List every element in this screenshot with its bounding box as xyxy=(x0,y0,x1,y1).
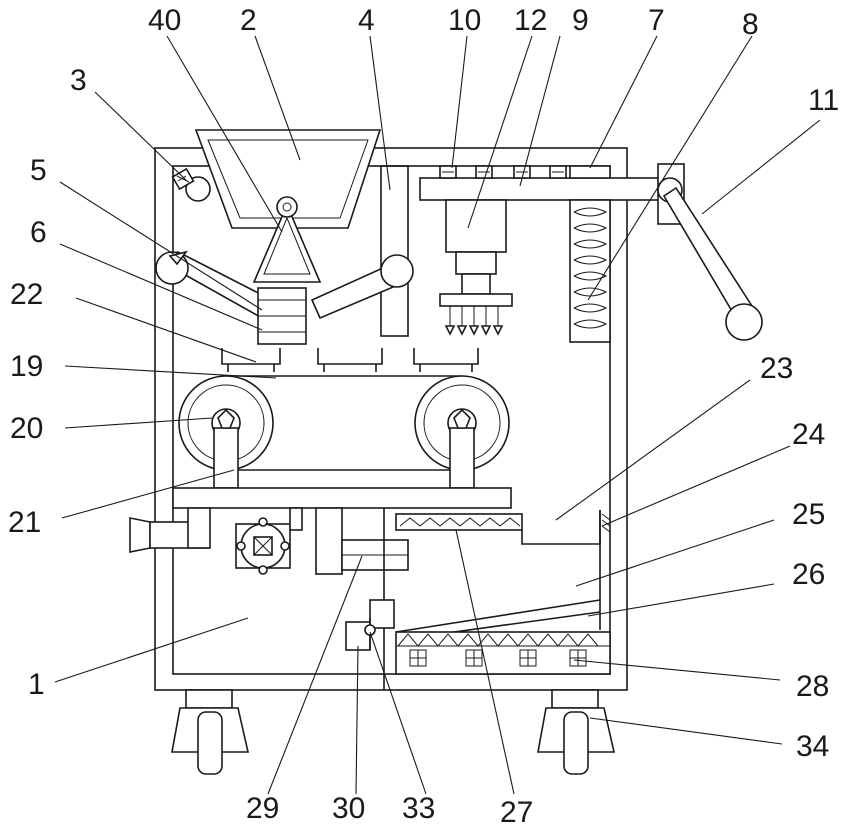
label-5: 5 xyxy=(30,154,47,187)
label-34: 34 xyxy=(796,730,829,763)
label-4: 4 xyxy=(358,4,375,37)
cylinder-gripper xyxy=(440,200,512,334)
label-23: 23 xyxy=(760,352,793,385)
label-12: 12 xyxy=(514,4,547,37)
label-28: 28 xyxy=(796,670,829,703)
pump-assembly xyxy=(130,508,408,574)
label-19: 19 xyxy=(10,350,43,383)
label-2: 2 xyxy=(240,4,257,37)
label-22: 22 xyxy=(10,278,43,311)
label-27: 27 xyxy=(500,796,533,829)
label-11: 11 xyxy=(808,84,839,117)
label-6: 6 xyxy=(30,216,47,249)
label-10: 10 xyxy=(448,4,481,37)
label-21: 21 xyxy=(8,506,41,539)
label-30: 30 xyxy=(332,792,365,825)
valve xyxy=(346,600,394,650)
sensor-camera xyxy=(173,169,210,201)
label-7: 7 xyxy=(648,4,665,37)
base-plate xyxy=(173,488,511,508)
label-3: 3 xyxy=(70,64,87,97)
label-20: 20 xyxy=(10,412,43,445)
label-9: 9 xyxy=(572,4,589,37)
label-33: 33 xyxy=(402,792,435,825)
label-40: 40 xyxy=(148,4,181,37)
label-25: 25 xyxy=(792,498,825,531)
label-26: 26 xyxy=(792,558,825,591)
label-24: 24 xyxy=(792,418,825,451)
label-1: 1 xyxy=(28,668,45,701)
label-29: 29 xyxy=(246,792,279,825)
spray-nozzles xyxy=(440,166,566,178)
label-8: 8 xyxy=(742,8,759,41)
trays xyxy=(222,348,478,372)
vertical-partition xyxy=(381,166,408,336)
caster-wheels xyxy=(172,690,614,774)
